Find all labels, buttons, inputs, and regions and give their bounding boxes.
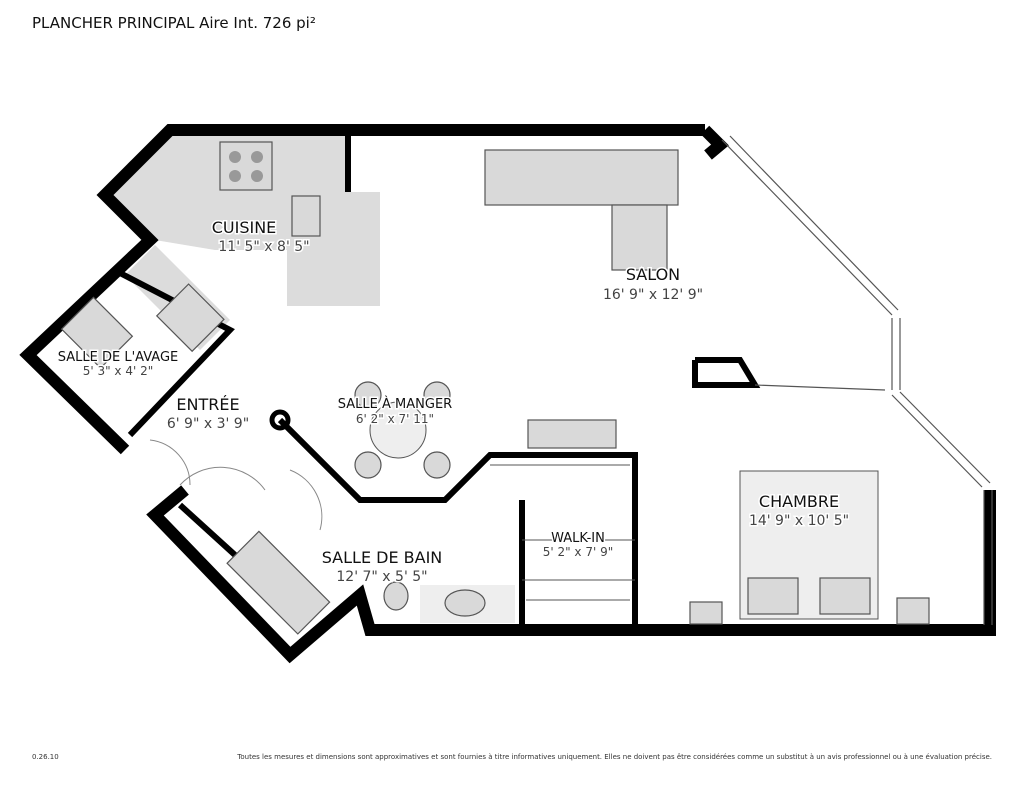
entry-corner [700,125,729,160]
room-dims-chambre: 14' 9" x 10' 5" [749,513,849,529]
floor-title: PLANCHER PRINCIPAL Aire Int. 726 pi² [32,14,316,32]
dining-table [354,381,451,479]
stove [219,141,273,191]
nightstand [896,597,930,625]
room-name-salle-manger: SALLE À MANGER [338,396,452,412]
room-dims-cuisine: 11' 5" x 8' 5" [218,239,309,255]
laundry-wall [116,269,235,438]
bathroom-sink [444,589,486,617]
bathtub [226,530,331,635]
exterior-wall [19,124,705,455]
room-name-salon: SALON [626,265,680,284]
room-dims-salle-lavage: 5' 3" x 4' 2" [83,364,154,378]
closet-rod [490,464,635,601]
spiral-stair-post [269,409,291,431]
bed [739,470,879,620]
room-name-walk-in: WALK-IN [551,531,605,546]
nightstand [689,601,723,625]
kitchen-floor [110,136,380,306]
room-dims-salon: 16' 9" x 12' 9" [603,287,703,303]
column [692,357,761,388]
room-dims-salle-manger: 6' 2" x 7' 11" [356,412,434,426]
washer [60,296,134,369]
refrigerator [155,283,225,353]
disclaimer: Toutes les mesures et dimensions sont ap… [237,753,992,761]
kitchen-sink [291,195,321,237]
room-dims-salle-bain: 12' 7" x 5' 5" [336,569,427,585]
door-swing [149,439,323,531]
bath-wall [177,502,238,558]
exterior-wall-lower [146,485,996,664]
room-name-salle-bain: SALLE DE BAIN [322,548,443,567]
room-dims-walk-in: 5' 2" x 7' 9" [543,545,614,559]
version-label: 0.26.10 [32,753,59,761]
dresser [527,419,617,449]
dining-wall [277,417,638,625]
room-name-cuisine: CUISINE [212,218,277,237]
toilet [383,581,409,611]
room-name-entree: ENTRÉE [176,395,239,414]
room-name-salle-lavage: SALLE DE L'AVAGE [58,350,178,365]
room-name-chambre: CHAMBRE [759,492,839,511]
window [721,135,993,625]
room-dims-entree: 6' 9" x 3' 9" [167,416,249,432]
sofa [484,149,679,271]
